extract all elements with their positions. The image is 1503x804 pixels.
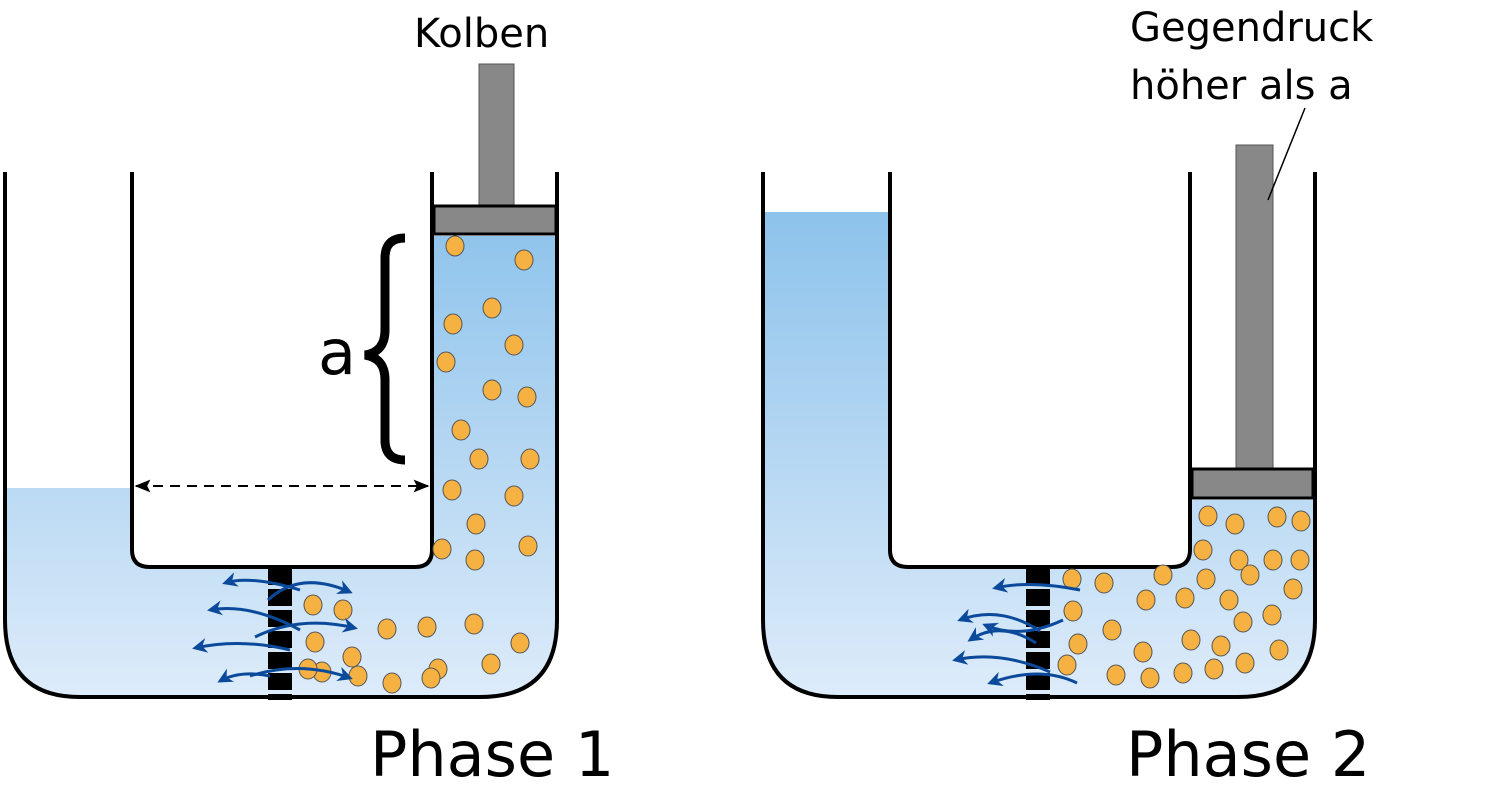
solute-particle — [481, 653, 501, 675]
solute-particle — [1153, 564, 1173, 586]
water-flow-arrow — [992, 578, 1081, 593]
phase1-flow-arrows — [192, 572, 358, 683]
solute-particle — [443, 313, 463, 335]
water-flow-arrow — [987, 671, 1078, 686]
solute-particle — [466, 513, 486, 535]
solute-particle — [1290, 549, 1310, 571]
water-flow-arrow — [952, 650, 1051, 674]
phase2-piston-rod — [1235, 144, 1274, 470]
solute-particle — [342, 646, 362, 668]
phase1-inner-wall — [130, 172, 434, 569]
solute-particle — [417, 616, 437, 638]
solute-particle — [333, 599, 353, 621]
phase2-water — [763, 212, 1315, 697]
solute-particle — [1136, 589, 1156, 611]
solute-particle — [1133, 641, 1153, 663]
solute-particle — [377, 618, 397, 640]
water-flow-arrow — [957, 608, 1041, 633]
solute-particle — [1219, 589, 1239, 611]
phase2-apparatus — [761, 107, 1317, 700]
solute-particle — [1193, 539, 1213, 561]
phase1-particles — [298, 235, 540, 694]
counter-pressure-label-line2: höher als a — [1130, 63, 1353, 109]
phase2-label: Phase 2 — [1126, 718, 1371, 791]
water-flow-arrow — [967, 627, 1037, 645]
solute-particle — [1196, 568, 1216, 590]
phase1-apparatus — [3, 63, 559, 700]
counter-pressure-label-line1: Gegendruck — [1130, 5, 1374, 51]
solute-particle — [1262, 604, 1282, 626]
solute-particle — [1229, 549, 1249, 571]
solute-particle — [1269, 639, 1289, 661]
solute-particle — [1198, 505, 1218, 527]
solute-particle — [510, 632, 530, 654]
solute-particle — [1173, 662, 1193, 684]
solute-particle — [1204, 658, 1224, 680]
phase1-water — [5, 236, 557, 697]
water-flow-arrow — [982, 618, 1064, 637]
annotation-leader-line — [1267, 107, 1306, 201]
solute-particle — [482, 379, 502, 401]
solute-particle — [445, 235, 465, 257]
solute-particle — [1068, 633, 1088, 655]
piston-label: Kolben — [414, 11, 550, 57]
height-label-a: a — [318, 316, 356, 389]
solute-particle — [1263, 549, 1283, 571]
phase1-piston-rod — [478, 63, 515, 207]
solute-particle — [421, 667, 441, 689]
solute-particle — [1225, 513, 1245, 535]
solute-particle — [442, 479, 462, 501]
solute-particle — [1057, 654, 1077, 676]
solute-particle — [436, 351, 456, 373]
solute-particle — [469, 448, 489, 470]
solute-particle — [1291, 510, 1311, 532]
phase1-piston — [432, 204, 558, 236]
solute-particle — [518, 535, 538, 557]
solute-particle — [432, 538, 452, 560]
solute-particle — [514, 249, 534, 271]
solute-particle — [451, 419, 471, 441]
phase2-inner-wall — [888, 172, 1192, 569]
solute-particle — [464, 613, 484, 635]
solute-particle — [517, 386, 537, 408]
solute-particle — [1211, 635, 1231, 657]
solute-particle — [1283, 578, 1303, 600]
solute-particle — [303, 594, 323, 616]
solute-particle — [1094, 572, 1114, 594]
phase2-piston — [1190, 467, 1315, 500]
solute-particle — [1063, 600, 1083, 622]
solute-particle — [504, 485, 524, 507]
water-flow-arrow — [192, 638, 291, 653]
phase2-flow-arrows — [952, 578, 1081, 686]
solute-particle — [1267, 506, 1287, 528]
water-flow-arrow — [217, 668, 271, 683]
height-brace — [364, 233, 406, 465]
solute-particle — [465, 549, 485, 571]
water-flow-arrow — [254, 617, 358, 639]
phase2-particles — [1057, 505, 1311, 689]
solute-particle — [520, 448, 540, 470]
water-flow-arrow — [266, 580, 353, 602]
solute-particle — [1106, 664, 1126, 686]
solute-particle — [1240, 564, 1260, 586]
solute-particle — [382, 672, 402, 694]
solute-particle — [1181, 629, 1201, 651]
solute-particle — [1140, 667, 1160, 689]
solute-particle — [1235, 652, 1255, 674]
solute-particle — [482, 297, 502, 319]
solute-particle — [1102, 619, 1122, 641]
solute-particle — [305, 631, 325, 653]
phase1-label: Phase 1 — [370, 718, 615, 791]
solute-particle — [504, 334, 524, 356]
solute-particle — [1175, 587, 1195, 609]
solute-particle — [348, 665, 368, 687]
water-flow-arrow — [249, 666, 353, 681]
solute-particle — [1233, 611, 1253, 633]
